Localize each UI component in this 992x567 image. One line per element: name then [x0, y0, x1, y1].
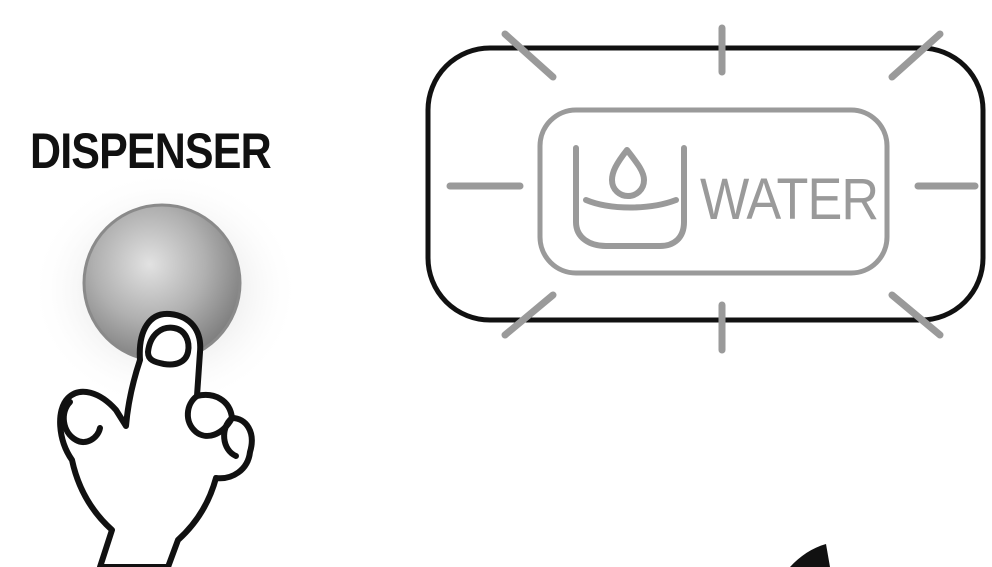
- pointer-fragment: [790, 544, 830, 567]
- ray-bottom-left: [505, 295, 553, 335]
- ray-top-left: [505, 34, 553, 77]
- dispenser-label: DISPENSER: [30, 122, 271, 180]
- water-label: WATER: [700, 166, 878, 233]
- ray-top-right: [892, 34, 940, 77]
- ray-bottom-right: [892, 295, 940, 335]
